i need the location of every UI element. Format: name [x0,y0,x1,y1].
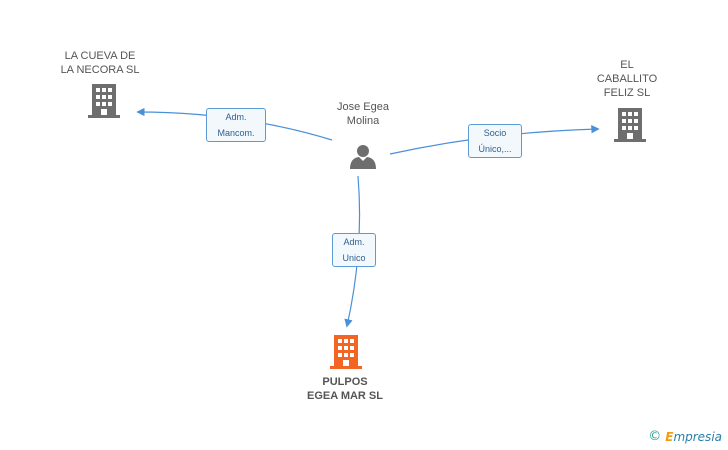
edge-label-line: Adm. [343,237,365,247]
copyright-icon: © [648,429,662,444]
company-label-cueva[interactable]: LA CUEVA DE LA NECORA SL [45,49,155,77]
edge-label-line: Mancom. [217,128,255,138]
company-label-pulpos[interactable]: PULPOS EGEA MAR SL [290,375,400,403]
company-label-caballito[interactable]: EL CABALLITO FELIZ SL [582,58,672,100]
label-line: EL [620,59,634,71]
label-line: FELIZ SL [603,87,651,99]
empresia-watermark: © Empresia [648,429,722,444]
edge-label-line: Socio [483,128,507,138]
person-icon[interactable] [350,145,376,169]
label-line: PULPOS [322,376,368,388]
edge-label-line: Unico [342,253,366,263]
edge-label-cueva[interactable]: Adm. Mancom. [206,108,266,142]
edge-label-caballito[interactable]: Socio Único,... [468,124,522,158]
building-icon[interactable] [614,108,646,142]
label-line: Jose Egea [337,101,389,113]
edge-label-pulpos[interactable]: Adm. Unico [332,233,376,267]
label-line: LA NECORA SL [60,64,140,76]
brand-initial: E [665,429,674,444]
label-line: Molina [346,115,380,127]
edge-label-line: Adm. [225,112,247,122]
edge-label-line: Único,... [478,144,512,154]
brand-logo: Empresia [665,430,722,444]
label-line: CABALLITO [596,73,658,85]
label-line: EGEA MAR SL [307,390,383,402]
person-name-label[interactable]: Jose Egea Molina [318,100,408,128]
building-icon[interactable] [330,335,362,369]
brand-name: mpresia [673,429,722,444]
label-line: LA CUEVA DE [64,50,136,62]
building-icon[interactable] [88,84,120,118]
